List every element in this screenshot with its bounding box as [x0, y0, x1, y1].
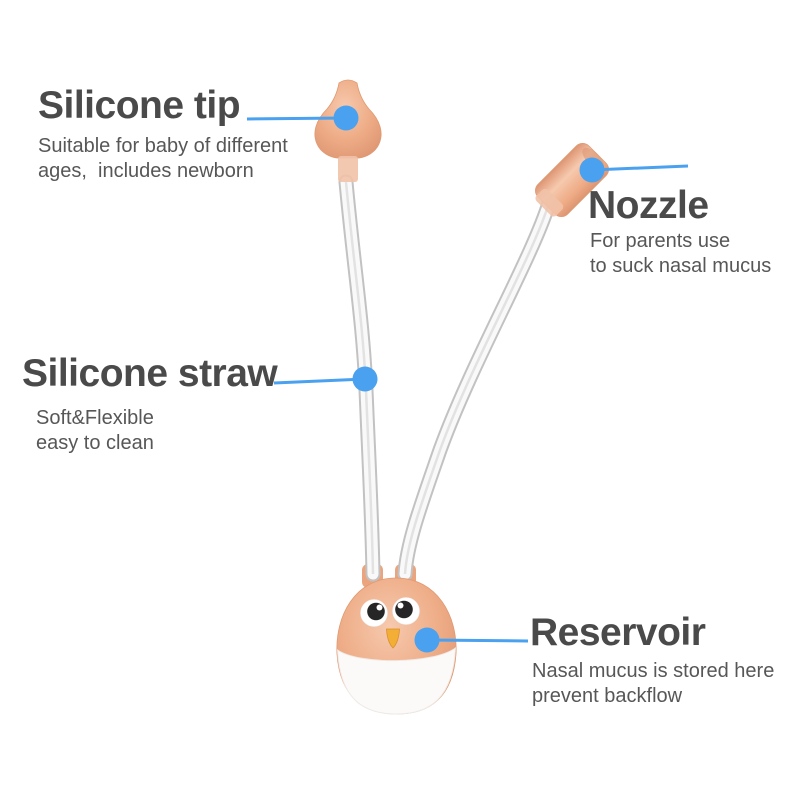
owl-right-eye [392, 597, 420, 625]
annotation-description: For parents use to suck nasal mucus [590, 230, 772, 277]
reservoir-part [336, 577, 457, 715]
reservoir-marker-dot [414, 627, 440, 653]
nozzle-annotation: Nozzle For parents use to suck nasal muc… [588, 183, 771, 279]
annotation-title: Silicone straw [22, 352, 278, 395]
silicone-straw-leader-line [273, 377, 366, 385]
annotation-description: Nasal mucus is stored here prevent backf… [532, 660, 775, 707]
annotation-description: Soft&Flexible easy to clean [36, 407, 154, 454]
silicone-tip-leader-line [246, 116, 347, 121]
annotation-title: Nozzle [588, 184, 709, 227]
silicone-tip-part [314, 79, 382, 182]
reservoir-annotation: Reservoir Nasal mucus is stored here pre… [530, 610, 774, 709]
nozzle-tube [397, 195, 557, 582]
reservoir-leader-line [426, 638, 529, 643]
nozzle-leader-line [591, 164, 689, 172]
annotation-title: Silicone tip [38, 84, 241, 127]
owl-beak [386, 628, 400, 649]
owl-left-eye [360, 599, 388, 627]
silicone-tip-annotation: Silicone tip Suitable for baby of differ… [38, 83, 288, 184]
silicone-straw-marker-dot [352, 366, 378, 392]
annotation-title: Reservoir [530, 611, 706, 654]
silicone-tip-marker-dot [333, 105, 359, 131]
silicone-straw-annotation: Silicone straw Soft&Flexible easy to cle… [22, 351, 278, 456]
nozzle-marker-dot [579, 157, 605, 183]
reservoir-cup [336, 646, 457, 715]
annotation-description: Suitable for baby of different ages, inc… [38, 135, 288, 182]
